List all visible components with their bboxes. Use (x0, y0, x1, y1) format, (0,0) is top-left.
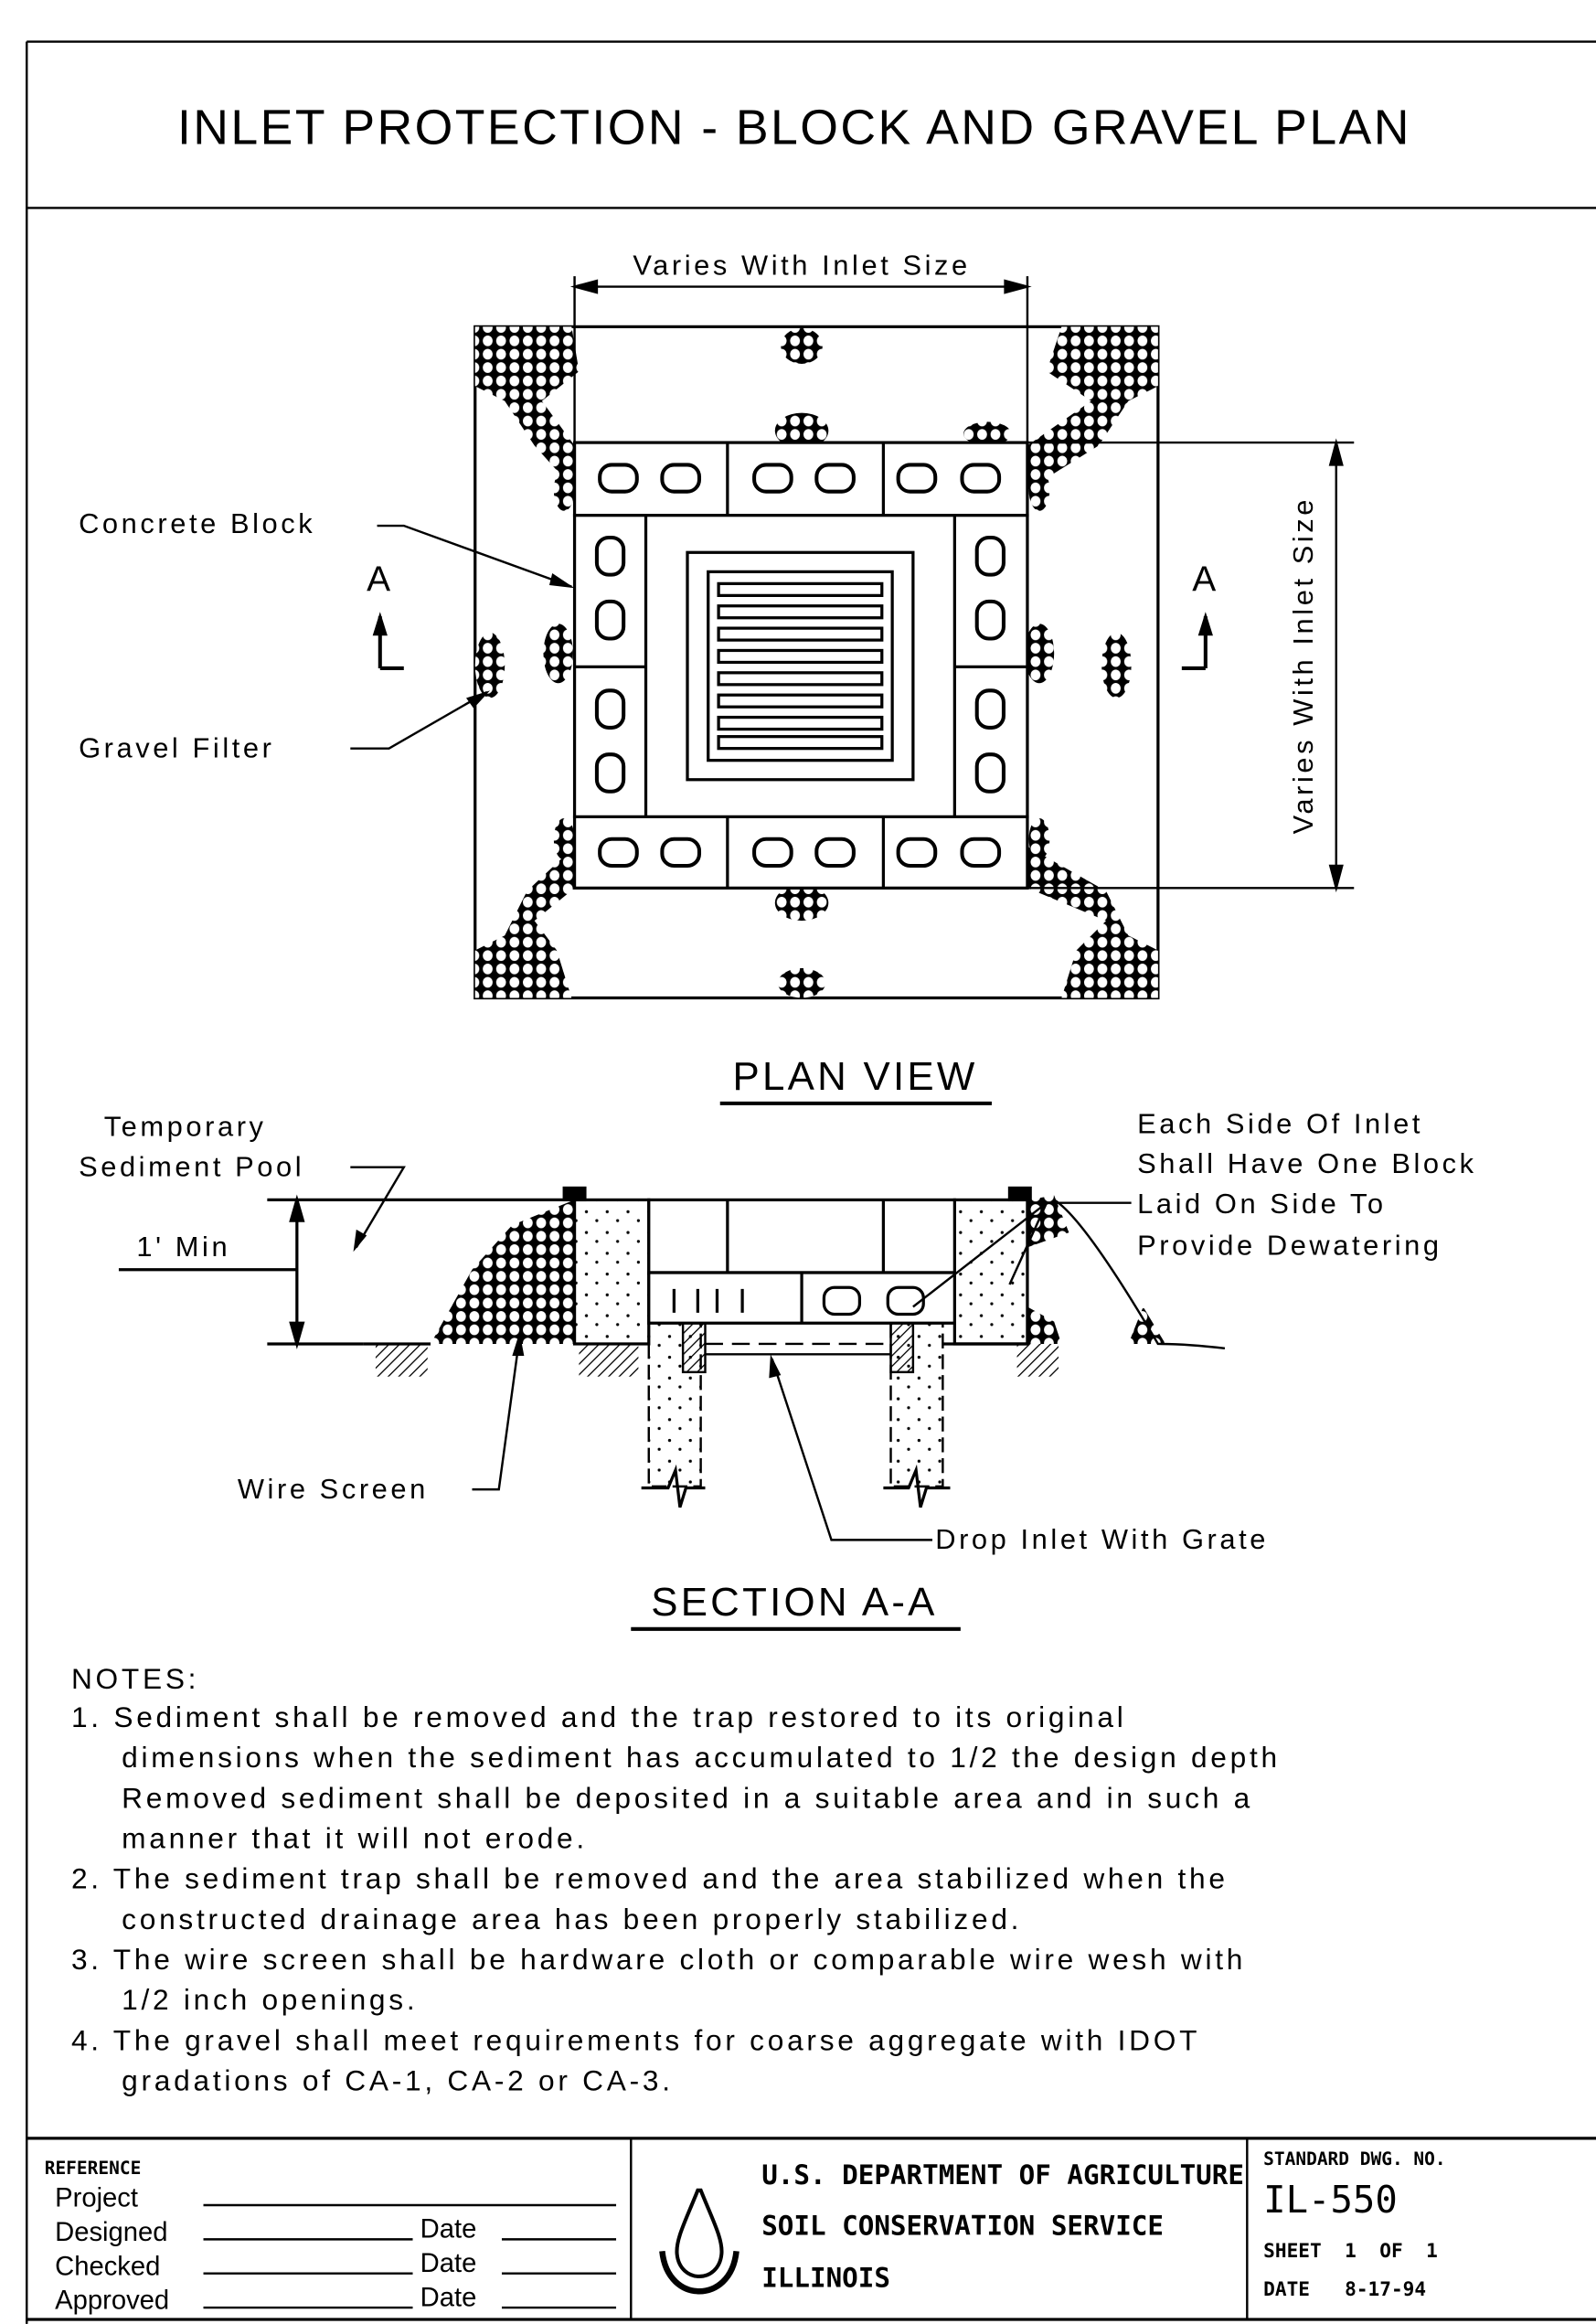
gravel-filter-leader (350, 690, 488, 750)
section-mark-right: A (1192, 560, 1218, 600)
depth-dimension (118, 1194, 575, 1349)
reference-label: REFERENCE (45, 2158, 142, 2179)
dewater-line: Provide Dewatering (1137, 1230, 1442, 1262)
ground-hatch (375, 1343, 1059, 1377)
section-view: Temporary Sediment Pool 1' Min (79, 1107, 1476, 1631)
inlet-grate (686, 550, 915, 782)
note-line: Removed sediment shall be deposited in a… (122, 1781, 1253, 1814)
gravel-mound-left (431, 1199, 575, 1344)
note-line: manner that it will not erode. (122, 1822, 588, 1855)
agency-line-3: ILLINOIS (761, 2262, 890, 2293)
agency-line-1: U.S. DEPARTMENT OF AGRICULTURE (761, 2159, 1244, 2191)
concrete-block-label: Concrete Block (79, 507, 315, 539)
designed-label: Designed (55, 2218, 167, 2247)
notes: NOTES: 1. Sediment shall be removed and … (71, 1662, 1281, 2097)
note-line: 1/2 inch openings. (122, 1983, 418, 2016)
note-line: 1. Sediment shall be removed and the tra… (71, 1700, 1127, 1733)
sediment-pool-label-1: Temporary (104, 1111, 267, 1143)
agency-line-2: SOIL CONSERVATION SERVICE (761, 2210, 1164, 2241)
date-label: Date (420, 2283, 477, 2312)
sheet-number: SHEET 1 OF 1 (1263, 2239, 1438, 2262)
drawing-number: IL-550 (1263, 2178, 1398, 2222)
plan-view: Varies With Inlet Size Varies With Inlet… (79, 250, 1355, 1105)
scs-logo-icon (659, 2188, 739, 2295)
height-dimension (1027, 438, 1355, 893)
drawing-date: DATE 8-17-94 (1263, 2277, 1426, 2300)
dewater-line: Each Side Of Inlet (1137, 1107, 1423, 1139)
dewatering-label: Each Side Of Inlet Shall Have One Block … (1137, 1107, 1476, 1262)
date-label: Date (420, 2215, 477, 2244)
project-label: Project (55, 2184, 138, 2213)
concrete-blocks (572, 441, 1029, 890)
gravel-filter-label: Gravel Filter (79, 731, 274, 763)
drop-inlet-walls (641, 1322, 951, 1508)
section-mark-left: A (367, 560, 393, 600)
height-dimension-label: Varies With Inlet Size (1287, 496, 1319, 834)
sediment-pool-label-2: Sediment Pool (79, 1150, 304, 1182)
min-depth-label: 1' Min (136, 1231, 230, 1263)
checked-label: Checked (55, 2252, 160, 2281)
signature-lines (203, 2203, 617, 2309)
note-line: gradations of CA-1, CA-2 or CA-3. (122, 2064, 674, 2097)
section-heading: SECTION A-A (651, 1580, 937, 1625)
note-line: 2. The sediment trap shall be removed an… (71, 1862, 1229, 1895)
std-dwg-label: STANDARD DWG. NO. (1263, 2148, 1445, 2169)
drawing-title: INLET PROTECTION - BLOCK AND GRAVEL PLAN (177, 101, 1411, 155)
section-blocks (562, 1186, 1032, 1346)
note-line: dimensions when the sediment has accumul… (122, 1741, 1281, 1774)
note-line: constructed drainage area has been prope… (122, 1903, 1022, 1935)
approved-label: Approved (55, 2287, 169, 2316)
width-dimension-label: Varies With Inlet Size (633, 250, 970, 282)
title-block: REFERENCE Project Designed Checked Appro… (27, 2137, 1596, 2321)
notes-heading: NOTES: (71, 1662, 199, 1695)
dewater-line: Laid On Side To (1137, 1188, 1387, 1220)
date-label: Date (420, 2249, 477, 2278)
plan-view-heading: PLAN VIEW (733, 1054, 978, 1099)
note-line: 3. The wire screen shall be hardware clo… (71, 1943, 1246, 1976)
concrete-block-leader (377, 524, 572, 588)
wire-screen-label: Wire Screen (238, 1473, 429, 1505)
gravel-filter (474, 326, 1158, 998)
sheet-border (26, 40, 1596, 2324)
note-line: 4. The gravel shall meet requirements fo… (71, 2023, 1200, 2056)
dewater-line: Shall Have One Block (1137, 1147, 1476, 1179)
drop-inlet-label: Drop Inlet With Grate (935, 1523, 1269, 1555)
width-dimension (569, 276, 1032, 443)
